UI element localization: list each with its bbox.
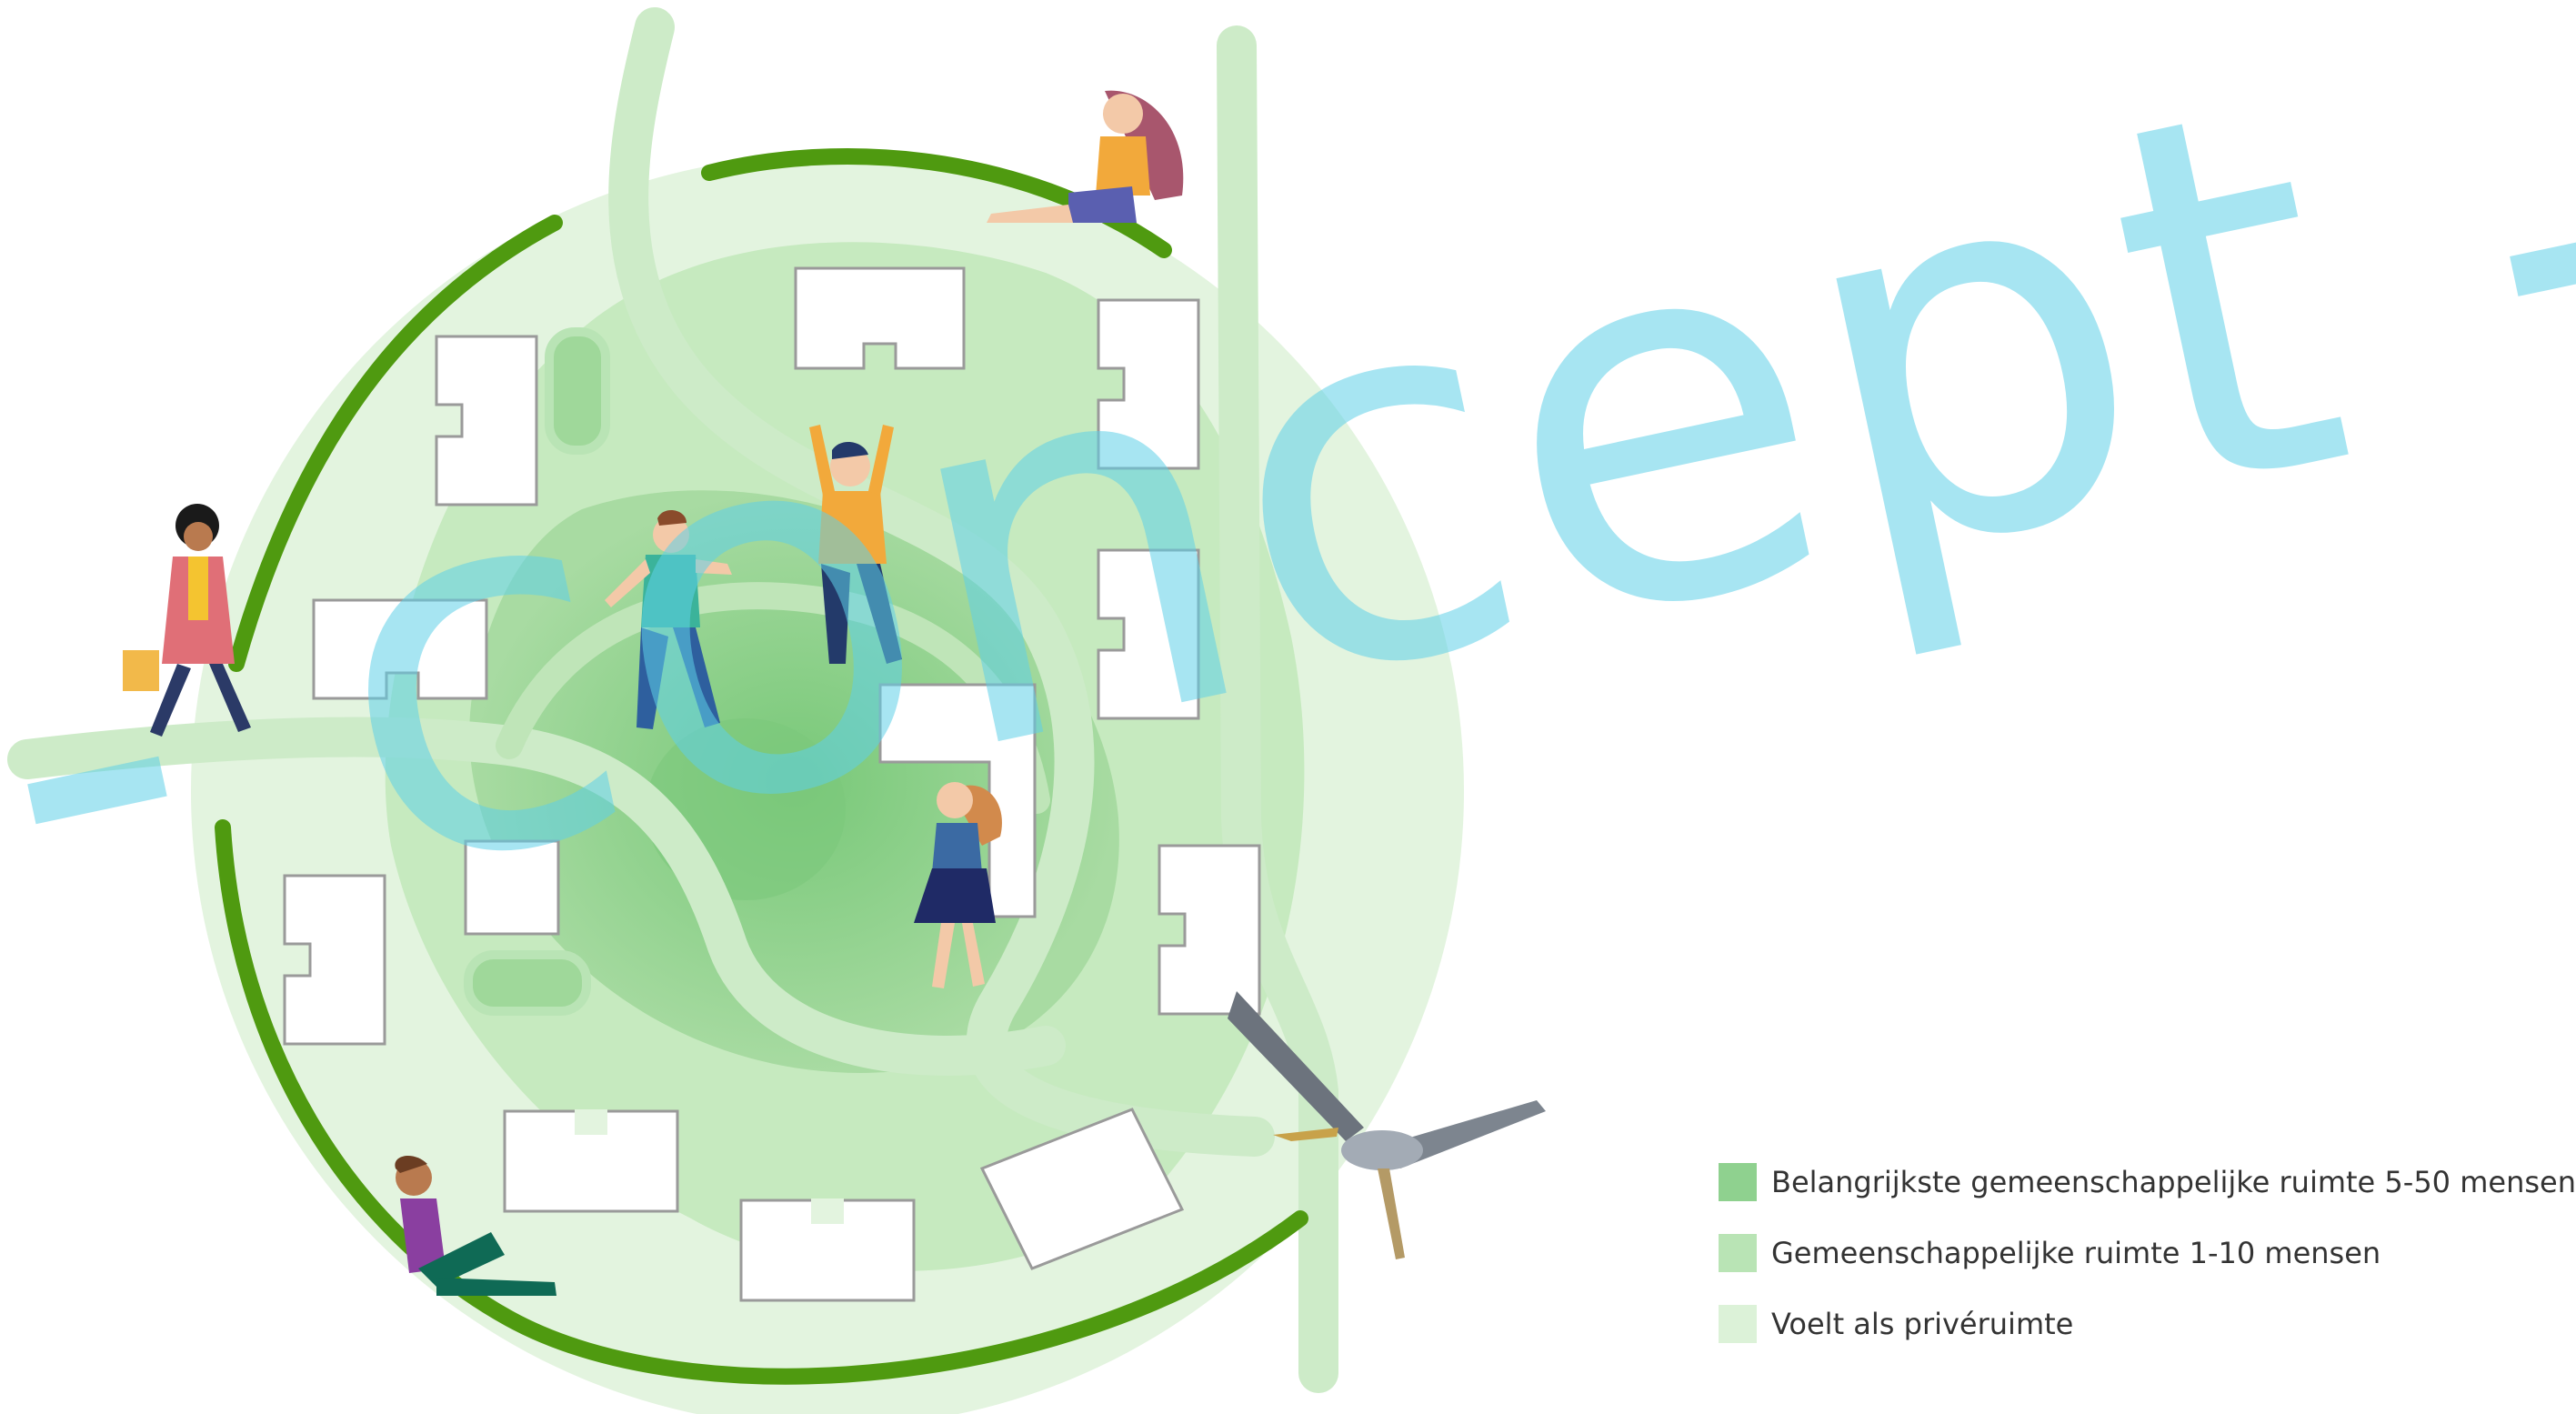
legend-label-private: Voelt als privéruimte (1771, 1307, 2074, 1341)
sitting-woman-icon (987, 90, 1184, 223)
dancing-girl-icon (914, 782, 1002, 988)
building-8 (283, 874, 386, 1046)
waving-boy-icon (605, 509, 732, 729)
notch-10 (575, 1109, 607, 1135)
garden-north (545, 327, 610, 455)
building-10 (503, 1109, 679, 1213)
building-4 (312, 598, 488, 700)
building-3 (1097, 298, 1200, 470)
building-7 (464, 839, 560, 936)
resting-woman-icon (395, 1155, 556, 1296)
building-9 (1158, 844, 1261, 1016)
building-2 (794, 266, 966, 370)
building-notches (575, 1109, 844, 1224)
building-11 (739, 1198, 916, 1302)
buildings (283, 266, 1261, 1302)
legend-item-private: Voelt als privéruimte (1719, 1304, 2537, 1344)
legend-label-core: Belangrijkste gemeenschappelijke ruimte … (1771, 1165, 2576, 1199)
building-5 (1097, 548, 1200, 720)
hedge-northwest (228, 215, 563, 672)
path-west (7, 717, 1066, 1076)
legend-swatch-core (1719, 1163, 1757, 1201)
building-12 (979, 1108, 1185, 1270)
hedge-southwest (215, 819, 1308, 1385)
legend-swatch-private (1719, 1305, 1757, 1343)
legend-swatch-shared (1719, 1234, 1757, 1272)
walking-woman-shopping-icon (123, 504, 251, 737)
cheering-man-icon (809, 425, 902, 664)
flying-heron-icon (1228, 991, 1546, 1259)
building-1 (435, 335, 538, 506)
garden-south (464, 950, 591, 1016)
notch-11 (811, 1198, 844, 1224)
legend-item-core: Belangrijkste gemeenschappelijke ruimte … (1719, 1162, 2576, 1202)
legend-label-shared: Gemeenschappelijke ruimte 1-10 mensen (1771, 1236, 2381, 1270)
legend: Belangrijkste gemeenschappelijke ruimte … (1719, 1162, 2576, 1375)
legend-item-shared: Gemeenschappelijke ruimte 1-10 mensen (1719, 1233, 2537, 1273)
